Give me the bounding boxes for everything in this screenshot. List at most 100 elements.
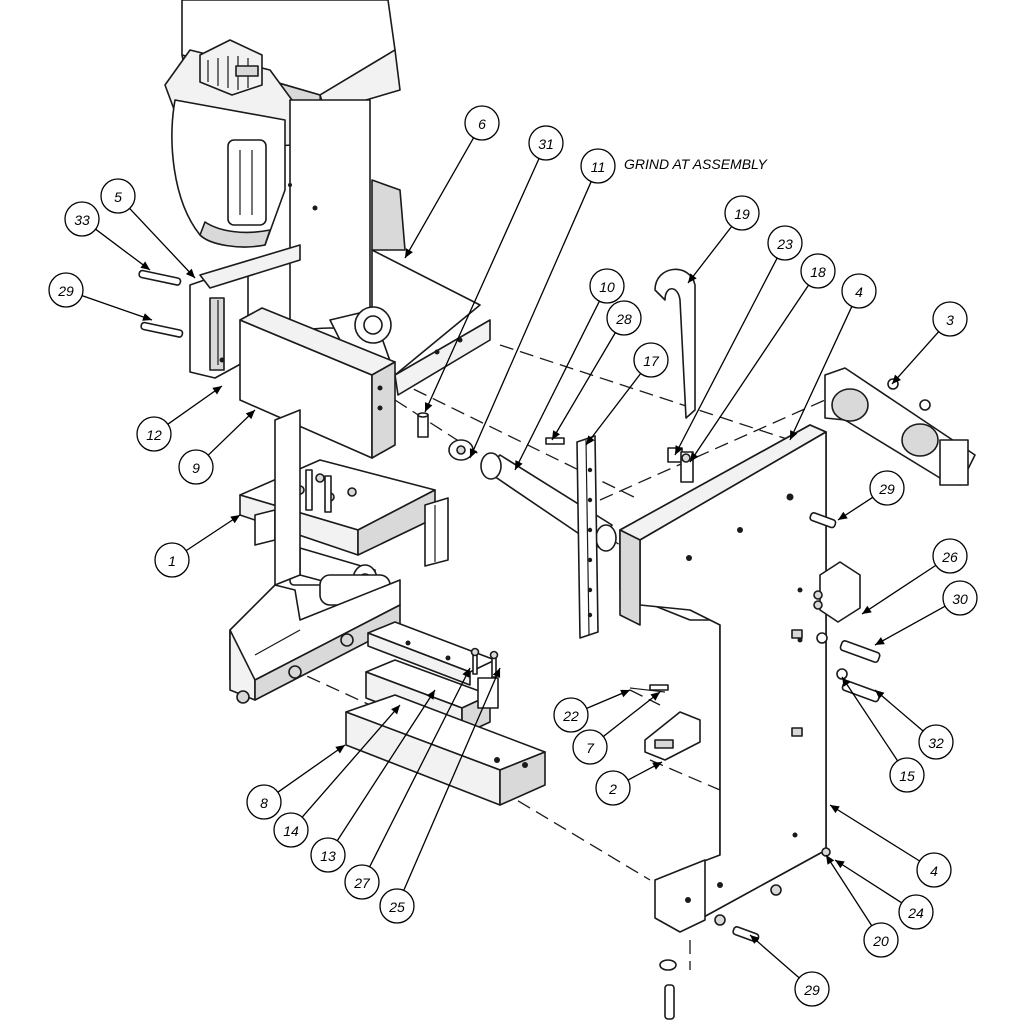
callout-number: 7 xyxy=(586,740,595,756)
callout-3: 3 xyxy=(891,301,968,385)
callout-bubble xyxy=(344,864,380,900)
callout-bubble xyxy=(918,724,954,760)
callout-bubble xyxy=(724,195,760,231)
callout-leader xyxy=(301,704,401,818)
callout-leader xyxy=(874,605,946,646)
callout-arrowhead xyxy=(750,935,760,944)
callout-arrowhead xyxy=(140,261,150,270)
callout-leader xyxy=(469,181,592,459)
callout-number: 33 xyxy=(74,212,90,228)
callout-number: 9 xyxy=(192,460,200,476)
callout-leader xyxy=(602,691,661,738)
callout-number: 8 xyxy=(260,795,268,811)
main-c-frame xyxy=(619,424,831,933)
drive-motor xyxy=(164,39,293,248)
callout-bubble xyxy=(273,812,309,848)
callout-number: 13 xyxy=(320,848,336,864)
callout-bubble xyxy=(863,922,899,958)
callout-leader xyxy=(336,689,436,842)
callout-number: 24 xyxy=(907,905,924,921)
callout-number: 2 xyxy=(608,781,617,797)
callout-arrowhead xyxy=(586,435,595,445)
callout-bubble xyxy=(841,273,877,309)
bolts xyxy=(138,269,760,1020)
callout-25: 25 xyxy=(379,667,501,924)
callout-29: 29 xyxy=(749,934,830,1007)
callout-number: 30 xyxy=(952,591,968,607)
callout-arrowhead xyxy=(245,410,255,420)
callout-bubble xyxy=(48,272,84,308)
callout-arrowhead xyxy=(515,460,523,470)
callout-number: 6 xyxy=(478,116,486,132)
callout-number: 26 xyxy=(941,549,958,565)
callout-bubble xyxy=(379,888,415,924)
callout-bubble xyxy=(869,470,905,506)
sensor-bracket xyxy=(629,684,701,761)
callout-number: 22 xyxy=(562,708,579,724)
callout-number: 29 xyxy=(57,283,74,299)
callout-14: 14 xyxy=(273,704,401,848)
callout-bubble xyxy=(800,253,836,289)
callout-8: 8 xyxy=(246,744,346,820)
callout-bubble xyxy=(246,784,282,820)
callout-number: 29 xyxy=(878,481,895,497)
callout-bubble xyxy=(932,538,968,574)
callout-bubble xyxy=(580,148,616,184)
callout-bubble xyxy=(889,757,925,793)
callout-30: 30 xyxy=(874,580,978,646)
callout-arrowhead xyxy=(492,668,501,678)
callout-23: 23 xyxy=(674,225,803,456)
callout-bubble xyxy=(898,894,934,930)
callout-bubble xyxy=(136,416,172,452)
callout-bubble xyxy=(794,971,830,1007)
callout-leader xyxy=(95,228,151,271)
callout-10: 10 xyxy=(514,268,625,471)
callout-bubble xyxy=(767,225,803,261)
callout-12: 12 xyxy=(136,385,223,452)
callout-arrowhead xyxy=(620,689,630,698)
callout-2: 2 xyxy=(595,761,663,806)
callout-bubble xyxy=(606,300,642,336)
callout-17: 17 xyxy=(585,342,669,446)
callout-arrowhead xyxy=(462,668,470,678)
callout-leader xyxy=(861,564,937,615)
callout-arrowhead xyxy=(391,705,400,715)
callout-number: 20 xyxy=(872,933,889,949)
callout-22: 22 xyxy=(553,689,631,733)
callout-bubble xyxy=(572,729,608,765)
callout-arrowhead xyxy=(826,855,835,865)
callout-number: 14 xyxy=(283,823,299,839)
callout-arrowhead xyxy=(842,677,851,687)
callout-leader xyxy=(404,137,475,259)
callout-5: 5 xyxy=(100,178,196,279)
callout-arrowhead xyxy=(675,445,683,455)
callout-number: 28 xyxy=(615,311,632,327)
callout-leader xyxy=(167,385,223,425)
callout-arrowhead xyxy=(335,745,345,754)
callout-bubble xyxy=(942,580,978,616)
callout-26: 26 xyxy=(861,538,968,615)
callout-bubble xyxy=(154,542,190,578)
callout-arrowhead xyxy=(875,637,885,645)
grind-note: GRIND AT ASSEMBLY xyxy=(624,156,769,172)
front-plate xyxy=(239,307,396,459)
callout-leader xyxy=(369,667,471,868)
callout-11: 11 xyxy=(469,148,616,459)
callout-arrowhead xyxy=(650,692,660,701)
callout-arrowhead xyxy=(688,273,697,283)
slide-table xyxy=(239,459,449,606)
callout-number: 17 xyxy=(643,353,660,369)
rack-bar xyxy=(545,435,599,639)
callout-arrowhead xyxy=(830,805,840,814)
callout-number: 29 xyxy=(803,982,820,998)
callout-32: 32 xyxy=(874,689,954,760)
callout-number: 4 xyxy=(930,863,938,879)
callout-arrowhead xyxy=(426,690,435,700)
callout-number: 1 xyxy=(168,553,176,569)
callout-bubble xyxy=(633,342,669,378)
callout-13: 13 xyxy=(310,689,436,873)
callout-bubble xyxy=(528,125,564,161)
callout-arrowhead xyxy=(690,452,699,462)
